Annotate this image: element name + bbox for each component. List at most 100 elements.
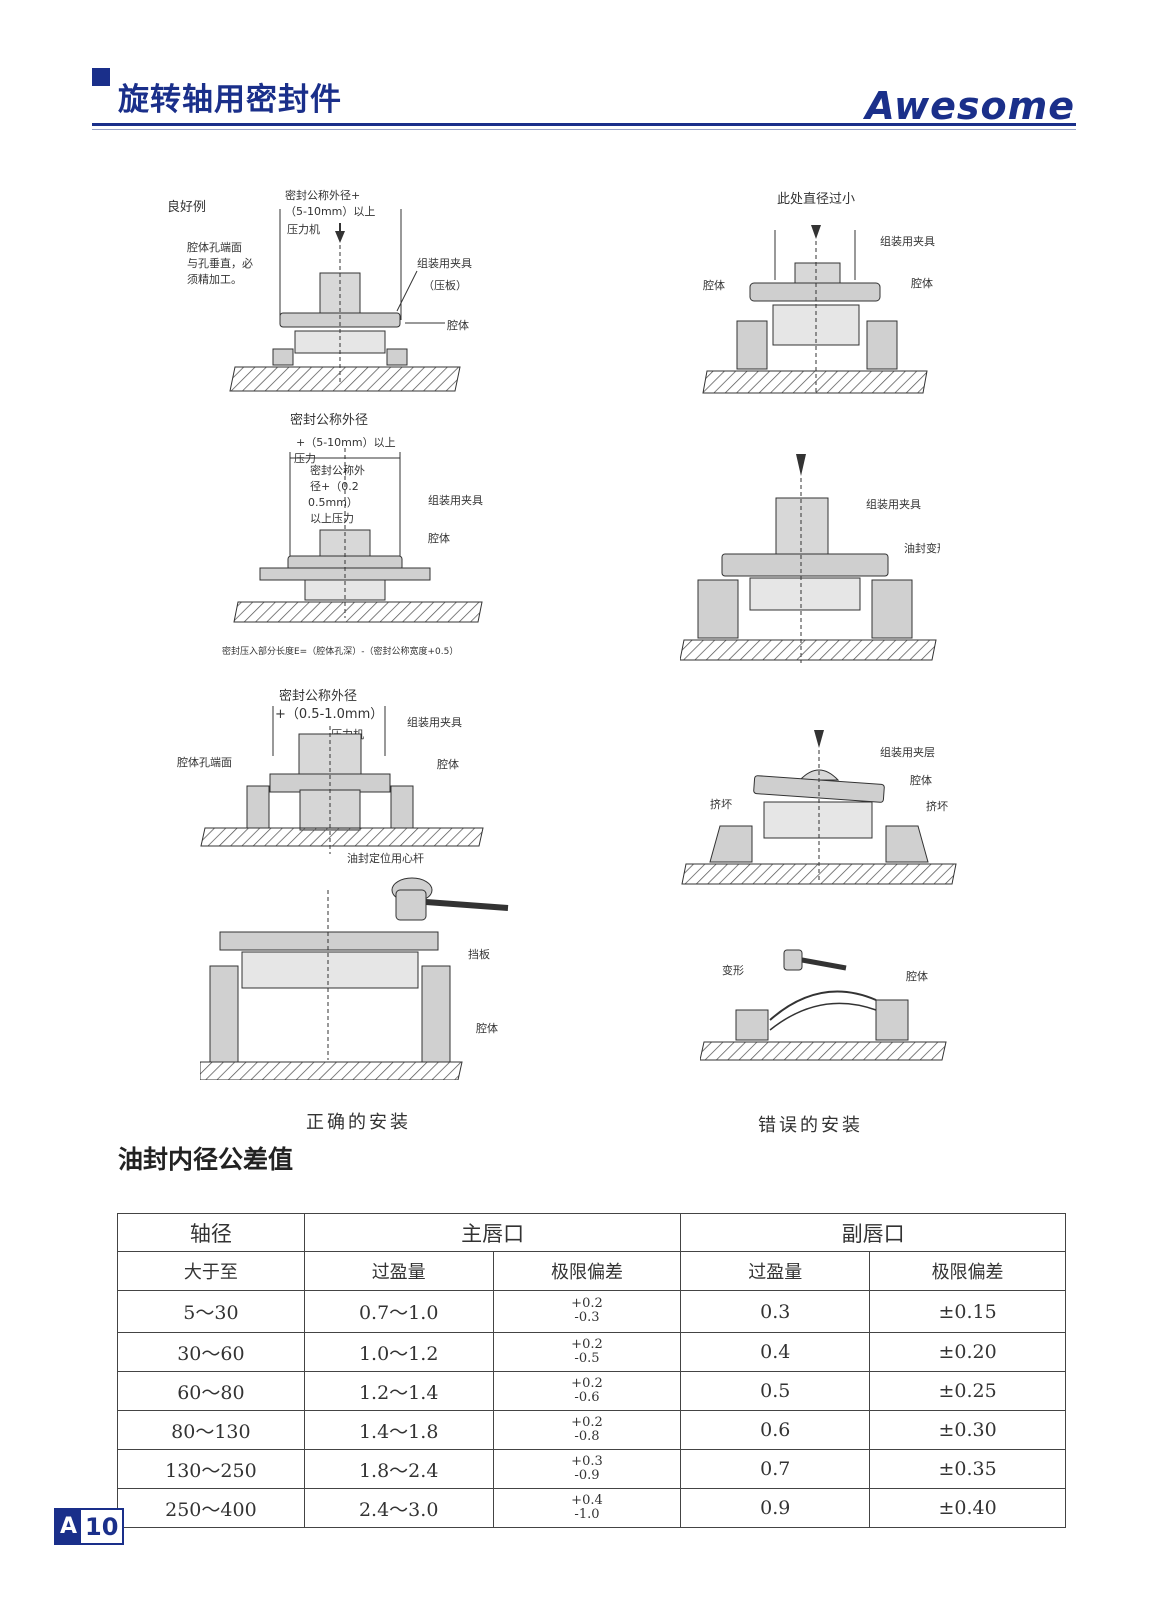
cell-interference: 1.2～1.4	[303, 1371, 494, 1411]
cell-deviation: +0.3-0.9	[492, 1449, 682, 1489]
fig5-jig: 组装用夹具	[407, 715, 462, 729]
page-number: A 10	[54, 1508, 125, 1545]
cell-deviation: +0.2-0.8	[492, 1410, 682, 1450]
fig6-crush-left: 挤坏	[710, 797, 732, 811]
fig4-deform: 油封变形	[904, 541, 940, 555]
fig2-housing-right: 腔体	[911, 276, 933, 290]
figure-hammer-deformed: 变形 腔体	[700, 940, 960, 1070]
fig5-l1: 密封公称外径	[279, 688, 357, 704]
cell-interference: 1.0～1.2	[303, 1332, 494, 1372]
cell-deviation: +0.4-1.0	[492, 1488, 682, 1528]
fig3-housing: 腔体	[428, 531, 450, 545]
fig1-title: 良好例	[167, 199, 206, 215]
fig1-label-top2: （5-10mm）以上	[285, 205, 375, 218]
cell-sub-deviation: ±0.15	[869, 1290, 1066, 1333]
header-marker	[92, 68, 110, 86]
fig3-l6: 以上压力	[310, 512, 354, 525]
fig5-rod: 油封定位用心杆	[347, 851, 424, 865]
fig5-l2: +（0.5-1.0mm）	[275, 707, 383, 722]
cell-range: 5～30	[117, 1290, 305, 1333]
fig1-note1: 腔体孔端面	[187, 240, 242, 254]
fig5-face: 腔体孔端面	[177, 755, 232, 769]
header-rule	[92, 123, 1076, 126]
figure-seal-crushed: 组装用夹层 腔体 挤坏 挤坏	[680, 730, 960, 890]
fig1-jig2: （压板）	[423, 278, 467, 292]
table-row: 250～400 2.4～3.0 +0.4-1.0 0.9 ±0.40	[117, 1488, 1066, 1528]
sub-interference: 过盈量	[303, 1251, 494, 1291]
cell-range: 30～60	[117, 1332, 305, 1372]
page-title: 旋转轴用密封件	[118, 82, 342, 118]
fig1-jig: 组装用夹具	[417, 256, 472, 270]
cell-deviation: +0.2-0.6	[492, 1371, 682, 1411]
cell-sub-deviation: ±0.30	[869, 1410, 1066, 1450]
fig3-jig: 组装用夹具	[428, 493, 483, 507]
col-main-lip: 主唇口	[303, 1213, 682, 1252]
sub-interference-2: 过盈量	[680, 1251, 871, 1291]
cell-sub-interference: 0.5	[680, 1371, 871, 1411]
fig3-l1: +（5-10mm）以上	[296, 436, 396, 449]
table-row: 5～30 0.7～1.0 +0.2-0.3 0.3 ±0.15	[117, 1290, 1066, 1333]
fig1-press: 压力机	[287, 222, 320, 236]
col-sub-lip: 副唇口	[680, 1213, 1066, 1252]
sub-deviation-2: 极限偏差	[869, 1251, 1066, 1291]
cell-range: 60～80	[117, 1371, 305, 1411]
fig7-baffle: 挡板	[468, 947, 490, 961]
fig1-housing: 腔体	[447, 318, 469, 332]
cell-deviation: +0.2-0.3	[492, 1290, 682, 1333]
fig4-jig: 组装用夹具	[866, 497, 921, 511]
caption-correct: 正确的安装	[306, 1112, 411, 1133]
figure-correct-2: 密封公称外径 +（5-10mm）以上 压力 密封公称外 径+（0.2 0.5mm…	[220, 408, 520, 666]
fig6-housing: 腔体	[910, 773, 932, 787]
table-row: 80～130 1.4～1.8 +0.2-0.8 0.6 ±0.30	[117, 1410, 1066, 1450]
cell-range: 250～400	[117, 1488, 305, 1528]
header-rule-thin	[92, 129, 1076, 130]
cell-sub-interference: 0.6	[680, 1410, 871, 1450]
cell-interference: 1.8～2.4	[303, 1449, 494, 1489]
fig3-footnote: 密封压入部分长度E=（腔体孔深）-（密封公称宽度+0.5）	[222, 645, 458, 657]
cell-interference: 1.4～1.8	[303, 1410, 494, 1450]
brand-logo: Awesome	[865, 84, 1075, 128]
cell-range: 130～250	[117, 1449, 305, 1489]
fig5-housing: 腔体	[437, 757, 459, 771]
page-digits: 10	[85, 1512, 119, 1541]
cell-sub-interference: 0.4	[680, 1332, 871, 1372]
sub-range: 大于至	[117, 1251, 305, 1291]
cell-sub-deviation: ±0.35	[869, 1449, 1066, 1489]
cell-sub-interference: 0.7	[680, 1449, 871, 1489]
fig7-housing: 腔体	[476, 1021, 498, 1035]
cell-interference: 2.4～3.0	[303, 1488, 494, 1528]
tolerance-table: 轴径 主唇口 副唇口 大于至 过盈量 极限偏差 过盈量 极限偏差 5～30 0.…	[117, 1213, 1066, 1528]
fig2-title: 此处直径过小	[777, 192, 855, 207]
cell-interference: 0.7～1.0	[303, 1290, 494, 1333]
fig1-label-top: 密封公称外径+	[285, 188, 360, 202]
fig8-housing: 腔体	[906, 969, 928, 983]
fig3-title: 密封公称外径	[290, 412, 368, 428]
table-row: 60～80 1.2～1.4 +0.2-0.6 0.5 ±0.25	[117, 1371, 1066, 1411]
figure-diameter-too-small: 此处直径过小 组装用夹具 腔体 腔体	[695, 185, 945, 400]
cell-sub-deviation: ±0.25	[869, 1371, 1066, 1411]
table-subheader-row: 大于至 过盈量 极限偏差 过盈量 极限偏差	[117, 1251, 1066, 1291]
sub-deviation: 极限偏差	[492, 1251, 682, 1291]
cell-range: 80～130	[117, 1410, 305, 1450]
figure-good-example: 良好例 密封公称外径+ （5-10mm）以上 压力机 腔体孔端面 与孔垂直，必 …	[165, 185, 495, 400]
caption-wrong: 错误的安装	[758, 1115, 863, 1136]
fig6-crush-right: 挤坏	[926, 799, 948, 813]
figure-seal-deformed: 组装用夹具 油封变形	[680, 448, 940, 668]
cell-sub-deviation: ±0.20	[869, 1332, 1066, 1372]
fig6-jig: 组装用夹层	[880, 745, 935, 759]
cell-sub-deviation: ±0.40	[869, 1488, 1066, 1528]
fig2-jig: 组装用夹具	[880, 234, 935, 248]
col-shaft: 轴径	[117, 1213, 305, 1252]
figure-correct-3: 密封公称外径 +（0.5-1.0mm） 压力机 组装用夹具 腔体孔端面 腔体 油…	[175, 686, 495, 871]
table-title: 油封内径公差值	[118, 1145, 294, 1174]
fig3-l4: 径+（0.2	[310, 480, 359, 493]
fig1-note3: 须精加工。	[187, 273, 242, 286]
page-letter: A	[56, 1510, 82, 1543]
figure-correct-4: 挡板 腔体	[200, 870, 520, 1080]
cell-sub-interference: 0.9	[680, 1488, 871, 1528]
fig3-l5: 0.5mm）	[308, 496, 358, 509]
fig2-housing-left: 腔体	[703, 278, 725, 292]
fig3-l3: 密封公称外	[310, 463, 365, 477]
cell-sub-interference: 0.3	[680, 1290, 871, 1333]
table-row: 130～250 1.8～2.4 +0.3-0.9 0.7 ±0.35	[117, 1449, 1066, 1489]
